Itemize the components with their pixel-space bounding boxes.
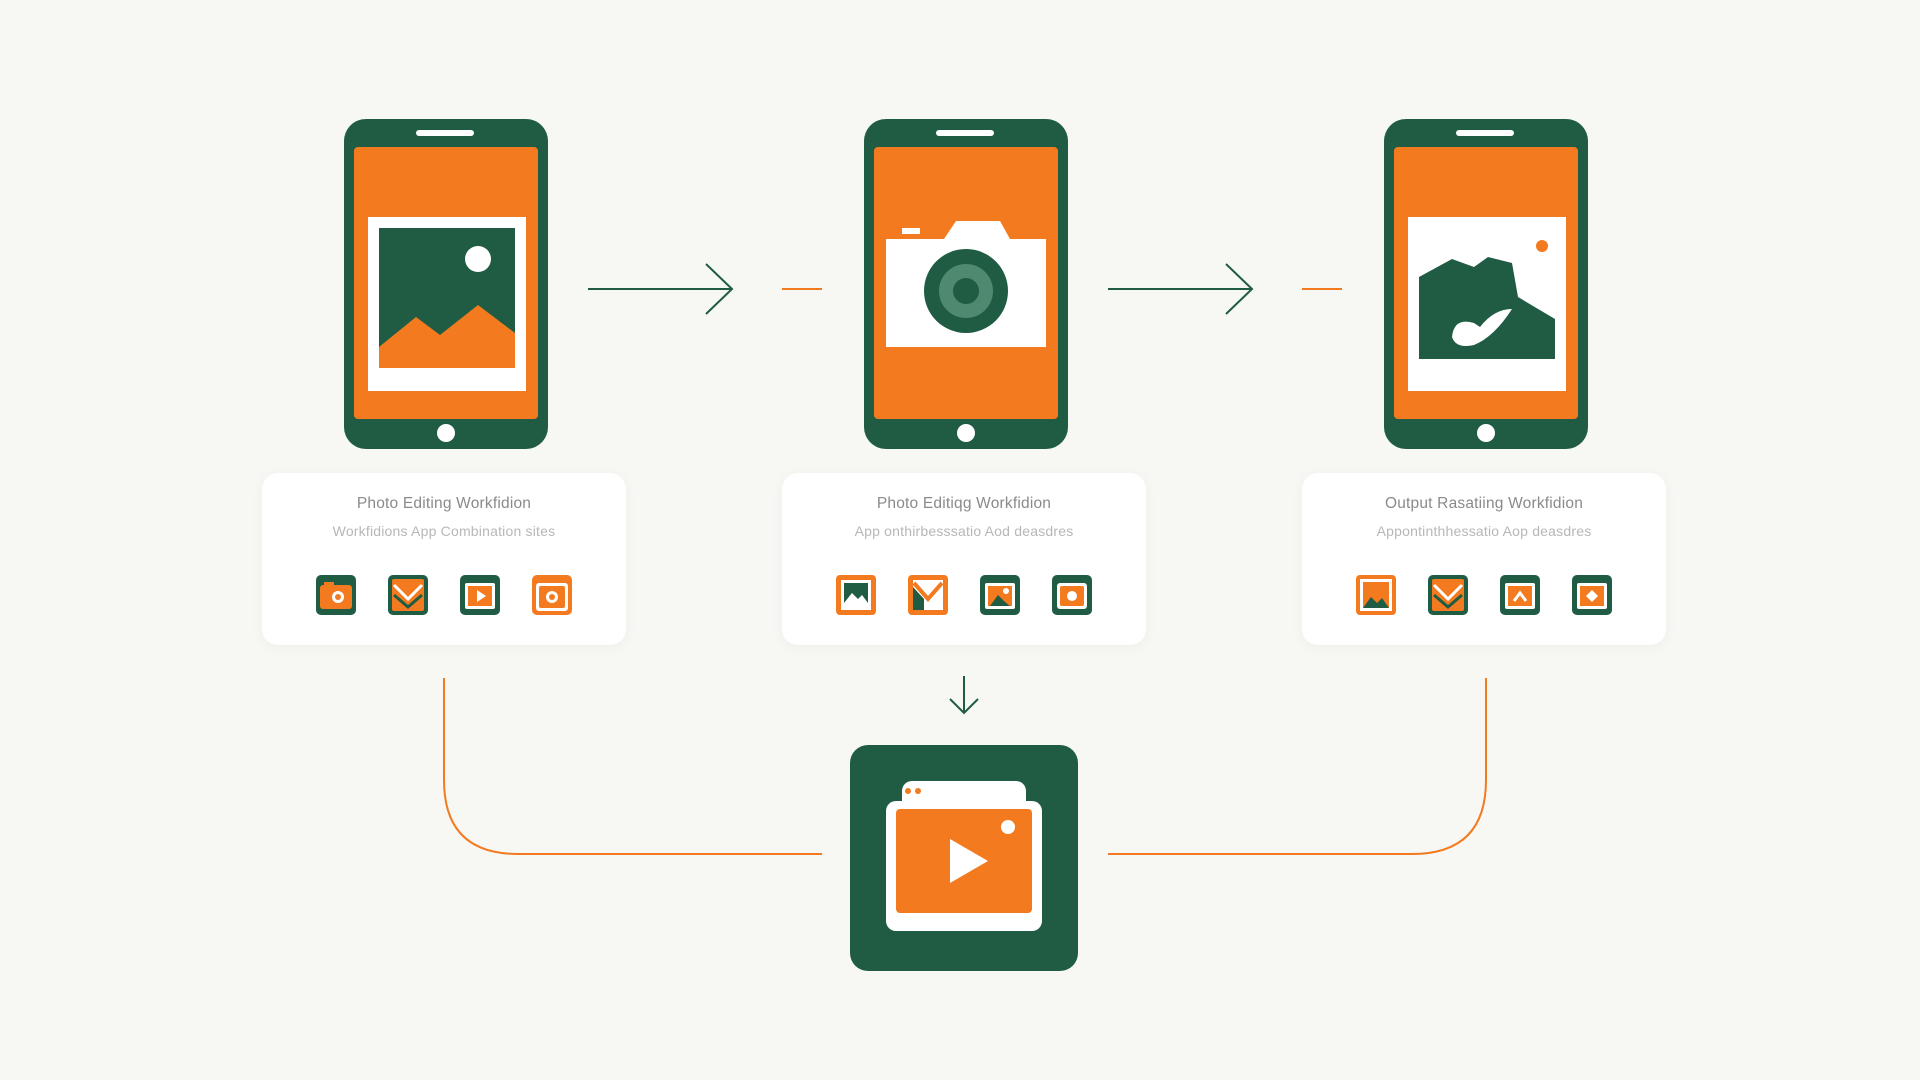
card-title: Photo Editing Workfidion [356, 495, 532, 512]
phone-step-3 [1384, 119, 1588, 449]
connector-right-to-output [1108, 678, 1487, 855]
phone-home-button[interactable] [957, 424, 975, 442]
arrow-down-to-output [949, 676, 979, 715]
phone-speaker [1456, 130, 1514, 136]
phone-step-2 [864, 119, 1068, 449]
phone-home-button[interactable] [1477, 424, 1495, 442]
heart-tile-icon[interactable] [1426, 573, 1470, 617]
card-icon-row [834, 573, 1094, 617]
image-tile-icon[interactable] [1354, 573, 1398, 617]
phone-step-1 [344, 119, 548, 449]
phone-home-button[interactable] [437, 424, 455, 442]
diamond-tile-icon[interactable] [1570, 573, 1614, 617]
image-tile-icon[interactable] [834, 573, 878, 617]
video-play-icon [886, 781, 1042, 931]
phone-screen [1394, 147, 1578, 419]
workflow-card-3: Output Rasatiing Workfidion Appontinthhe… [1302, 473, 1666, 645]
workflow-card-1: Photo Editing Workfidion Workfidions App… [262, 473, 626, 645]
phone-speaker [936, 130, 994, 136]
phone-speaker [416, 130, 474, 136]
card-title: Photo Editiqg Workfidion [876, 495, 1052, 512]
connector-left-to-output [443, 678, 822, 855]
card-subtitle: App onthirbesssatio Aod deasdres [854, 523, 1074, 539]
phone-screen [874, 147, 1058, 419]
edited-image-icon [1408, 217, 1566, 391]
card-icon-row [314, 573, 574, 617]
output-video-tile[interactable] [850, 745, 1078, 971]
record-tile-icon[interactable] [530, 573, 574, 617]
arrow-step2-to-step3 [1108, 263, 1254, 315]
card-icon-row [1354, 573, 1614, 617]
card-subtitle: Appontinthhessatio Aop deasdres [1376, 523, 1592, 539]
image-icon [368, 217, 526, 391]
arrow-step1-to-step2 [588, 263, 734, 315]
card-title: Output Rasatiing Workfidion [1384, 495, 1584, 512]
workflow-card-2: Photo Editiqg Workfidion App onthirbesss… [782, 473, 1146, 645]
gallery-tile-icon[interactable] [978, 573, 1022, 617]
phone-screen [354, 147, 538, 419]
upload-tile-icon[interactable] [1498, 573, 1542, 617]
camera-tile-icon[interactable] [314, 573, 358, 617]
camera-icon [886, 221, 1046, 347]
record-tile-icon[interactable] [1050, 573, 1094, 617]
card-subtitle: Workfidions App Combination sites [332, 523, 556, 539]
check-tile-icon[interactable] [906, 573, 950, 617]
play-tile-icon[interactable] [458, 573, 502, 617]
heart-tile-icon[interactable] [386, 573, 430, 617]
